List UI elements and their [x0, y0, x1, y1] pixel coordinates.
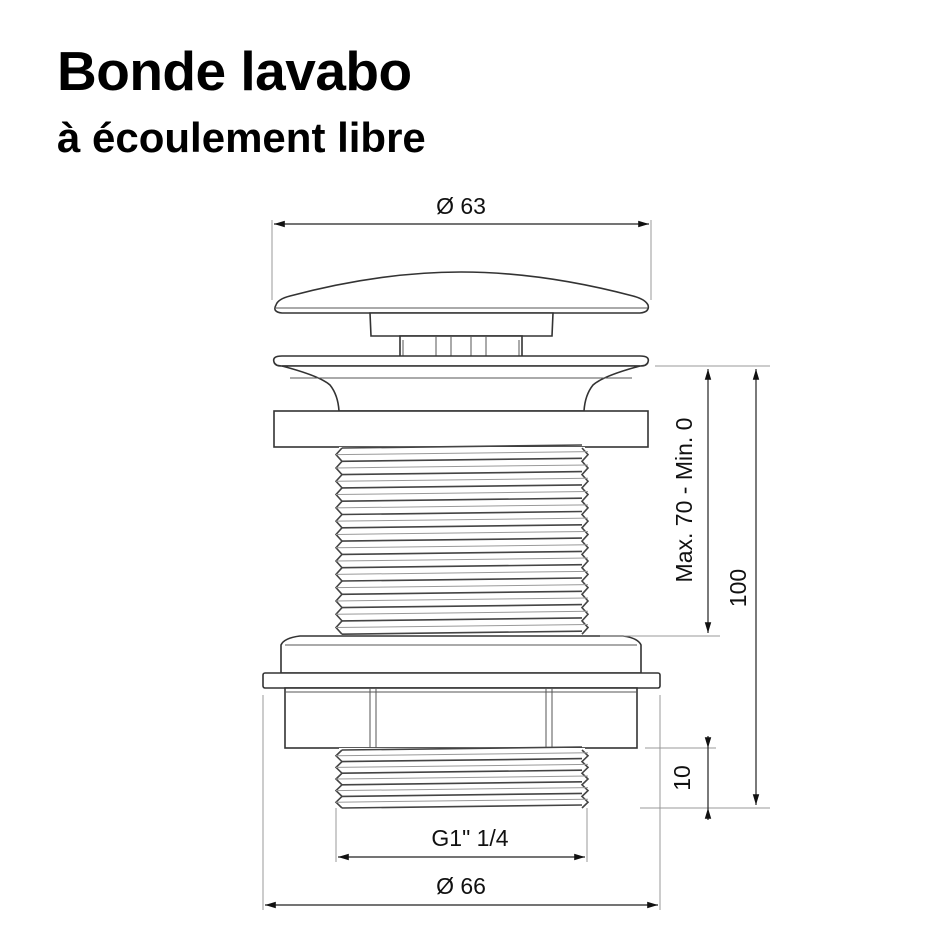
- label-thread-size: G1" 1/4: [431, 825, 508, 851]
- drain-cap: [274, 271, 650, 359]
- dimension-clamping-range: Max. 70 - Min. 0: [600, 365, 770, 637]
- dimension-thread-size: G1" 1/4: [335, 808, 588, 862]
- lower-thread: [334, 746, 590, 809]
- label-flange-diameter: Ø 66: [436, 873, 486, 899]
- dimension-bottom-thread: 10: [645, 736, 716, 820]
- label-cap-diameter: Ø 63: [436, 193, 486, 219]
- dimension-total-height: 100: [640, 369, 770, 809]
- dimension-flange-diameter: Ø 66: [262, 695, 661, 910]
- upper-flange: [272, 355, 650, 448]
- upper-thread: [334, 444, 590, 635]
- dimension-cap-diameter: Ø 63: [271, 193, 652, 300]
- title-main: Bonde lavabo: [57, 40, 412, 102]
- lower-nut: [262, 635, 661, 749]
- label-bottom-thread: 10: [669, 765, 695, 791]
- title-sub: à écoulement libre: [57, 114, 426, 161]
- label-clamping-range: Max. 70 - Min. 0: [671, 418, 697, 583]
- label-total-height: 100: [725, 569, 751, 607]
